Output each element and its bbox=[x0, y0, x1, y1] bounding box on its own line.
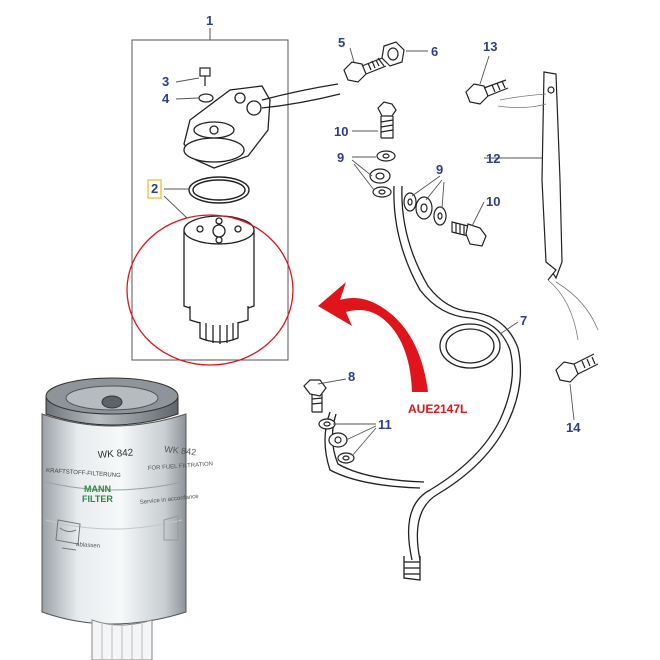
washer-part-4 bbox=[198, 93, 214, 103]
callout-1: 1 bbox=[206, 13, 214, 28]
leader-lines-left bbox=[163, 77, 200, 219]
leader-lines-right bbox=[317, 47, 575, 457]
callout-13: 13 bbox=[483, 39, 498, 54]
part-code-label: AUE2147L bbox=[408, 402, 468, 416]
bolt-part-3 bbox=[199, 67, 211, 86]
callout-9: 9 bbox=[337, 150, 345, 165]
fuel-pipe-part-7 bbox=[324, 185, 522, 581]
washers-part-11 bbox=[318, 418, 355, 464]
bolt-part-10-vertical bbox=[377, 101, 397, 139]
bolt-part-10-horizontal bbox=[451, 221, 487, 247]
filter-head-illustration bbox=[183, 83, 341, 169]
bolt-part-13 bbox=[465, 79, 509, 105]
filter-cartridge-illustration bbox=[183, 215, 255, 344]
brand-logo-line2: FILTER bbox=[82, 494, 113, 504]
product-model-label-side: WK 842 bbox=[164, 444, 197, 457]
bolt-part-8 bbox=[303, 379, 327, 413]
washers-part-9 bbox=[369, 150, 447, 226]
bracket-wires bbox=[497, 93, 599, 341]
product-model-label: WK 842 bbox=[97, 448, 134, 461]
callout-4: 4 bbox=[162, 91, 170, 106]
callout-14: 14 bbox=[566, 420, 581, 435]
callout-5: 5 bbox=[338, 35, 346, 50]
o-ring-part-2 bbox=[188, 176, 250, 204]
product-drain-text: ablassen bbox=[76, 542, 100, 550]
callout-2: 2 bbox=[151, 181, 159, 196]
callout-9-second: 9 bbox=[436, 162, 444, 177]
bolt-part-14 bbox=[555, 353, 599, 383]
product-subtitle-de: KRAFTSTOFF-FILTERUNG bbox=[46, 468, 121, 479]
nut-part-6 bbox=[381, 41, 405, 67]
bracket-part-12 bbox=[541, 71, 563, 281]
callout-12: 12 bbox=[486, 151, 501, 166]
callout-2-highlight-box bbox=[147, 179, 162, 199]
callout-7: 7 bbox=[520, 313, 528, 328]
filter-assembly-box bbox=[131, 28, 289, 361]
product-photo-filter bbox=[41, 377, 187, 660]
callout-10-second: 10 bbox=[486, 194, 501, 209]
callout-11: 11 bbox=[378, 417, 392, 432]
highlight-circle bbox=[126, 214, 294, 366]
product-subtitle-en: FOR FUEL FILTRATION bbox=[148, 461, 213, 472]
highlight-arrow bbox=[318, 282, 428, 392]
bolt-part-5 bbox=[343, 57, 387, 83]
brand-logo-line1: MANN bbox=[84, 484, 111, 494]
callout-6: 6 bbox=[431, 44, 439, 59]
callout-3: 3 bbox=[162, 74, 170, 89]
callout-8: 8 bbox=[348, 369, 356, 384]
callout-10: 10 bbox=[334, 124, 349, 139]
